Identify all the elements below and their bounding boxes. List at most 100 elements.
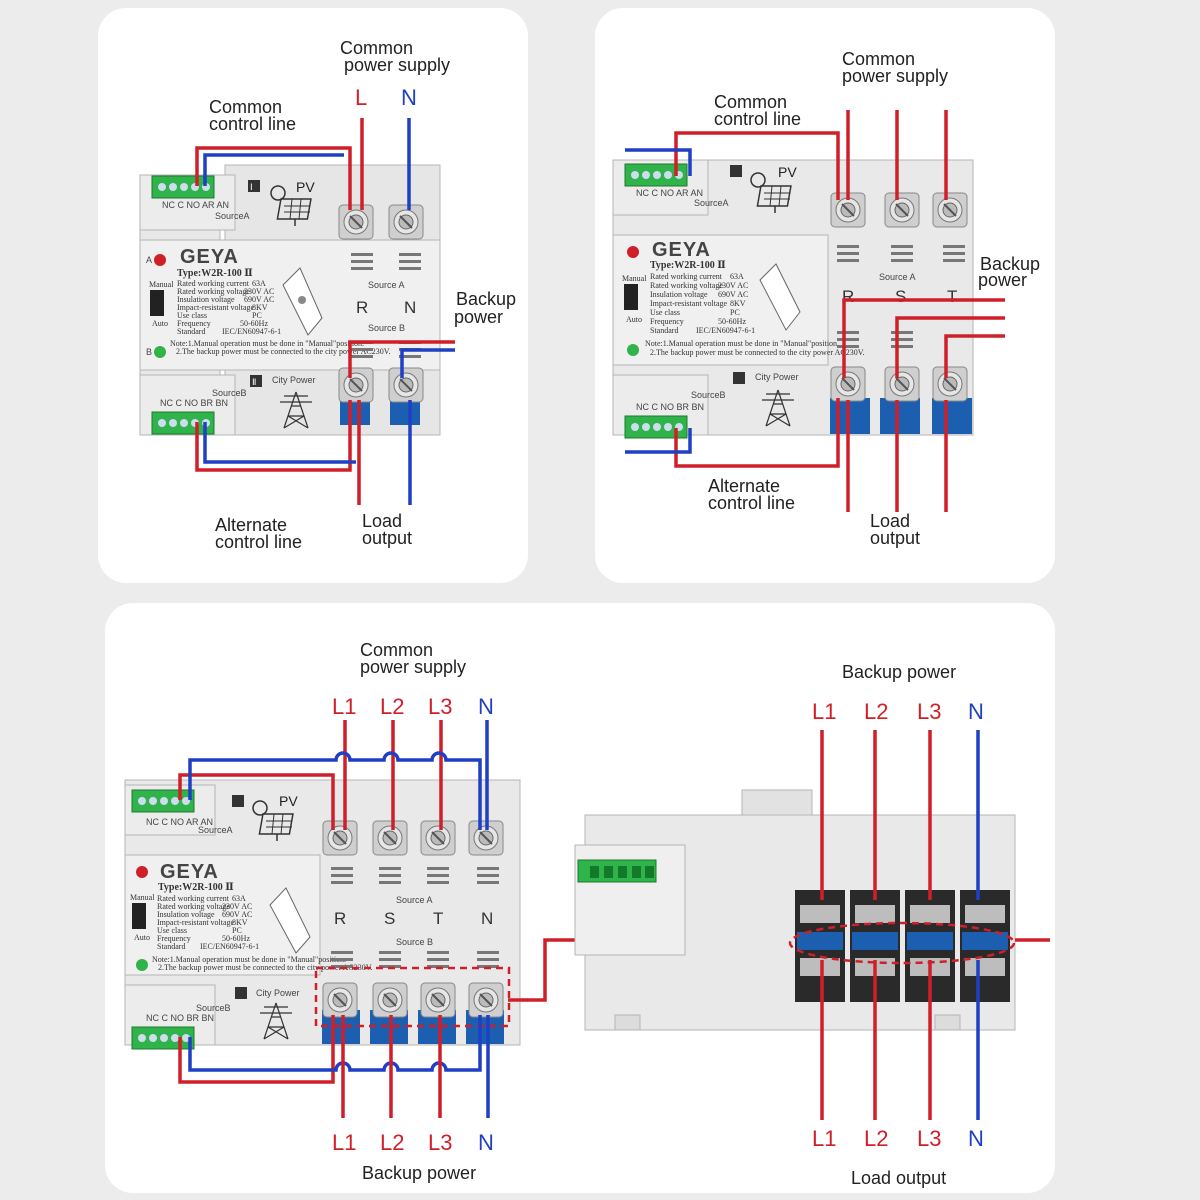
roman-1-badge [248,180,260,192]
svg-text:8KV: 8KV [730,299,746,308]
svg-text:63A: 63A [232,894,246,903]
svg-text:50-60Hz: 50-60Hz [222,934,250,943]
svg-text:230V AC: 230V AC [244,287,274,296]
indicator-b-icon [627,344,639,356]
svg-text:T: T [947,287,957,306]
svg-text:Insulation voltage: Insulation voltage [177,295,235,304]
wires-panel1 [195,118,455,505]
svg-text:Frequency: Frequency [157,934,191,943]
svg-text:L2: L2 [864,699,888,724]
svg-text:8KV: 8KV [252,303,268,312]
svg-text:Load: Load [870,511,910,531]
rotary-handle[interactable] [759,263,801,331]
svg-text:power supply: power supply [360,657,466,677]
svg-text:Rated working current: Rated working current [177,279,250,288]
svg-text:NC C NO AR AN: NC C NO AR AN [636,188,703,198]
svg-text:L3: L3 [428,1130,452,1155]
svg-text:Load: Load [362,511,402,531]
svg-text:L1: L1 [812,1126,836,1151]
svg-text:Insulation voltage: Insulation voltage [650,290,708,299]
source-b-highlight [314,966,511,1028]
wires-panel4 [820,730,1050,1120]
svg-text:control line: control line [209,114,296,134]
wires-panel3 [178,720,580,1118]
indicator-a-icon [136,866,148,878]
source-a-small: SourceA [215,211,250,221]
svg-text:NC C NO BR BN: NC C NO BR BN [636,402,704,412]
svg-text:Frequency: Frequency [177,319,211,328]
svg-text:Use class: Use class [650,308,680,317]
svg-text:L2: L2 [380,694,404,719]
svg-text:Manual: Manual [149,280,174,289]
svg-text:output: output [362,528,412,548]
indicator-a-icon [627,246,639,258]
svg-text:power: power [454,307,503,327]
device-side-view [574,789,1016,1031]
terminal-r-label: R [356,298,368,317]
svg-text:L3: L3 [917,1126,941,1151]
svg-text:Load output: Load output [851,1168,946,1188]
svg-text:power: power [978,270,1027,290]
svg-text:Auto: Auto [626,315,642,324]
svg-text:S: S [895,287,906,306]
svg-text:Backup power: Backup power [842,662,956,682]
svg-text:power supply: power supply [842,66,948,86]
rotary-handle[interactable] [269,887,311,954]
svg-text:Rated working current: Rated working current [157,894,230,903]
svg-text:Auto: Auto [134,933,150,942]
svg-text:SourceA: SourceA [198,825,233,835]
svg-text:PC: PC [252,311,262,320]
svg-text:Common: Common [209,97,282,117]
spec-table: Rated working current Rated working volt… [170,279,390,356]
phase-l-label: L [355,85,367,110]
svg-text:2.The backup power must be con: 2.The backup power must be connected to … [158,963,372,972]
svg-text:Type:W2R-100 Ⅱ: Type:W2R-100 Ⅱ [650,260,726,271]
svg-text:Frequency: Frequency [650,317,684,326]
phase-n-label: N [401,85,417,110]
svg-text:N: N [968,1126,984,1151]
svg-text:Use class: Use class [157,926,187,935]
source-b-label: Source B [368,323,405,333]
svg-text:PC: PC [730,308,740,317]
svg-text:Ⅱ: Ⅱ [252,377,256,387]
city-power-label: City Power [272,375,316,385]
svg-text:L1: L1 [332,694,356,719]
svg-text:Backup: Backup [980,254,1040,274]
svg-text:L2: L2 [864,1126,888,1151]
svg-text:N: N [481,909,493,928]
svg-text:PC: PC [232,926,242,935]
svg-text:Use class: Use class [177,311,207,320]
svg-text:Auto: Auto [152,319,168,328]
svg-text:L3: L3 [428,694,452,719]
svg-text:L3: L3 [917,699,941,724]
svg-text:Rated working voltage: Rated working voltage [650,281,723,290]
manual-auto-switch[interactable] [150,290,164,316]
svg-text:Source A: Source A [396,895,433,905]
indicator-a-icon [154,254,166,266]
labels-panel1: Common power supply L N Common control l… [209,38,516,552]
svg-text:IEC/EN60947-6-1: IEC/EN60947-6-1 [200,942,259,951]
svg-text:Note:1.Manual operation must b: Note:1.Manual operation must be done in … [152,955,346,964]
labels-panel3: Common power supply L1 L2 L3 N L1 L2 L3 … [332,640,494,1183]
terminal-highlight [788,921,1016,965]
svg-text:GEYA: GEYA [160,861,219,883]
svg-text:Standard: Standard [650,326,678,335]
pv-label: PV [296,179,315,195]
manual-auto-switch[interactable] [132,903,146,929]
svg-text:Rated working current: Rated working current [650,272,723,281]
manual-auto-switch[interactable] [624,284,638,310]
svg-text:Alternate: Alternate [708,476,780,496]
labels-panel4: Backup power L1 L2 L3 N L1 L2 L3 N Load … [812,662,984,1188]
terminal-b-label: NC C NO BR BN [160,398,228,408]
svg-text:N: N [478,694,494,719]
svg-text:Standard: Standard [157,942,185,951]
svg-text:IEC/EN60947-6-1: IEC/EN60947-6-1 [222,327,281,336]
svg-text:NC C NO BR BN: NC C NO BR BN [146,1013,214,1023]
svg-text:IEC/EN60947-6-1: IEC/EN60947-6-1 [696,326,755,335]
svg-text:T: T [433,909,443,928]
svg-text:63A: 63A [730,272,744,281]
svg-text:230V AC: 230V AC [222,902,252,911]
svg-text:Impact-resistant voltage: Impact-resistant voltage [157,918,235,927]
svg-text:N: N [478,1130,494,1155]
svg-text:63A: 63A [252,279,266,288]
